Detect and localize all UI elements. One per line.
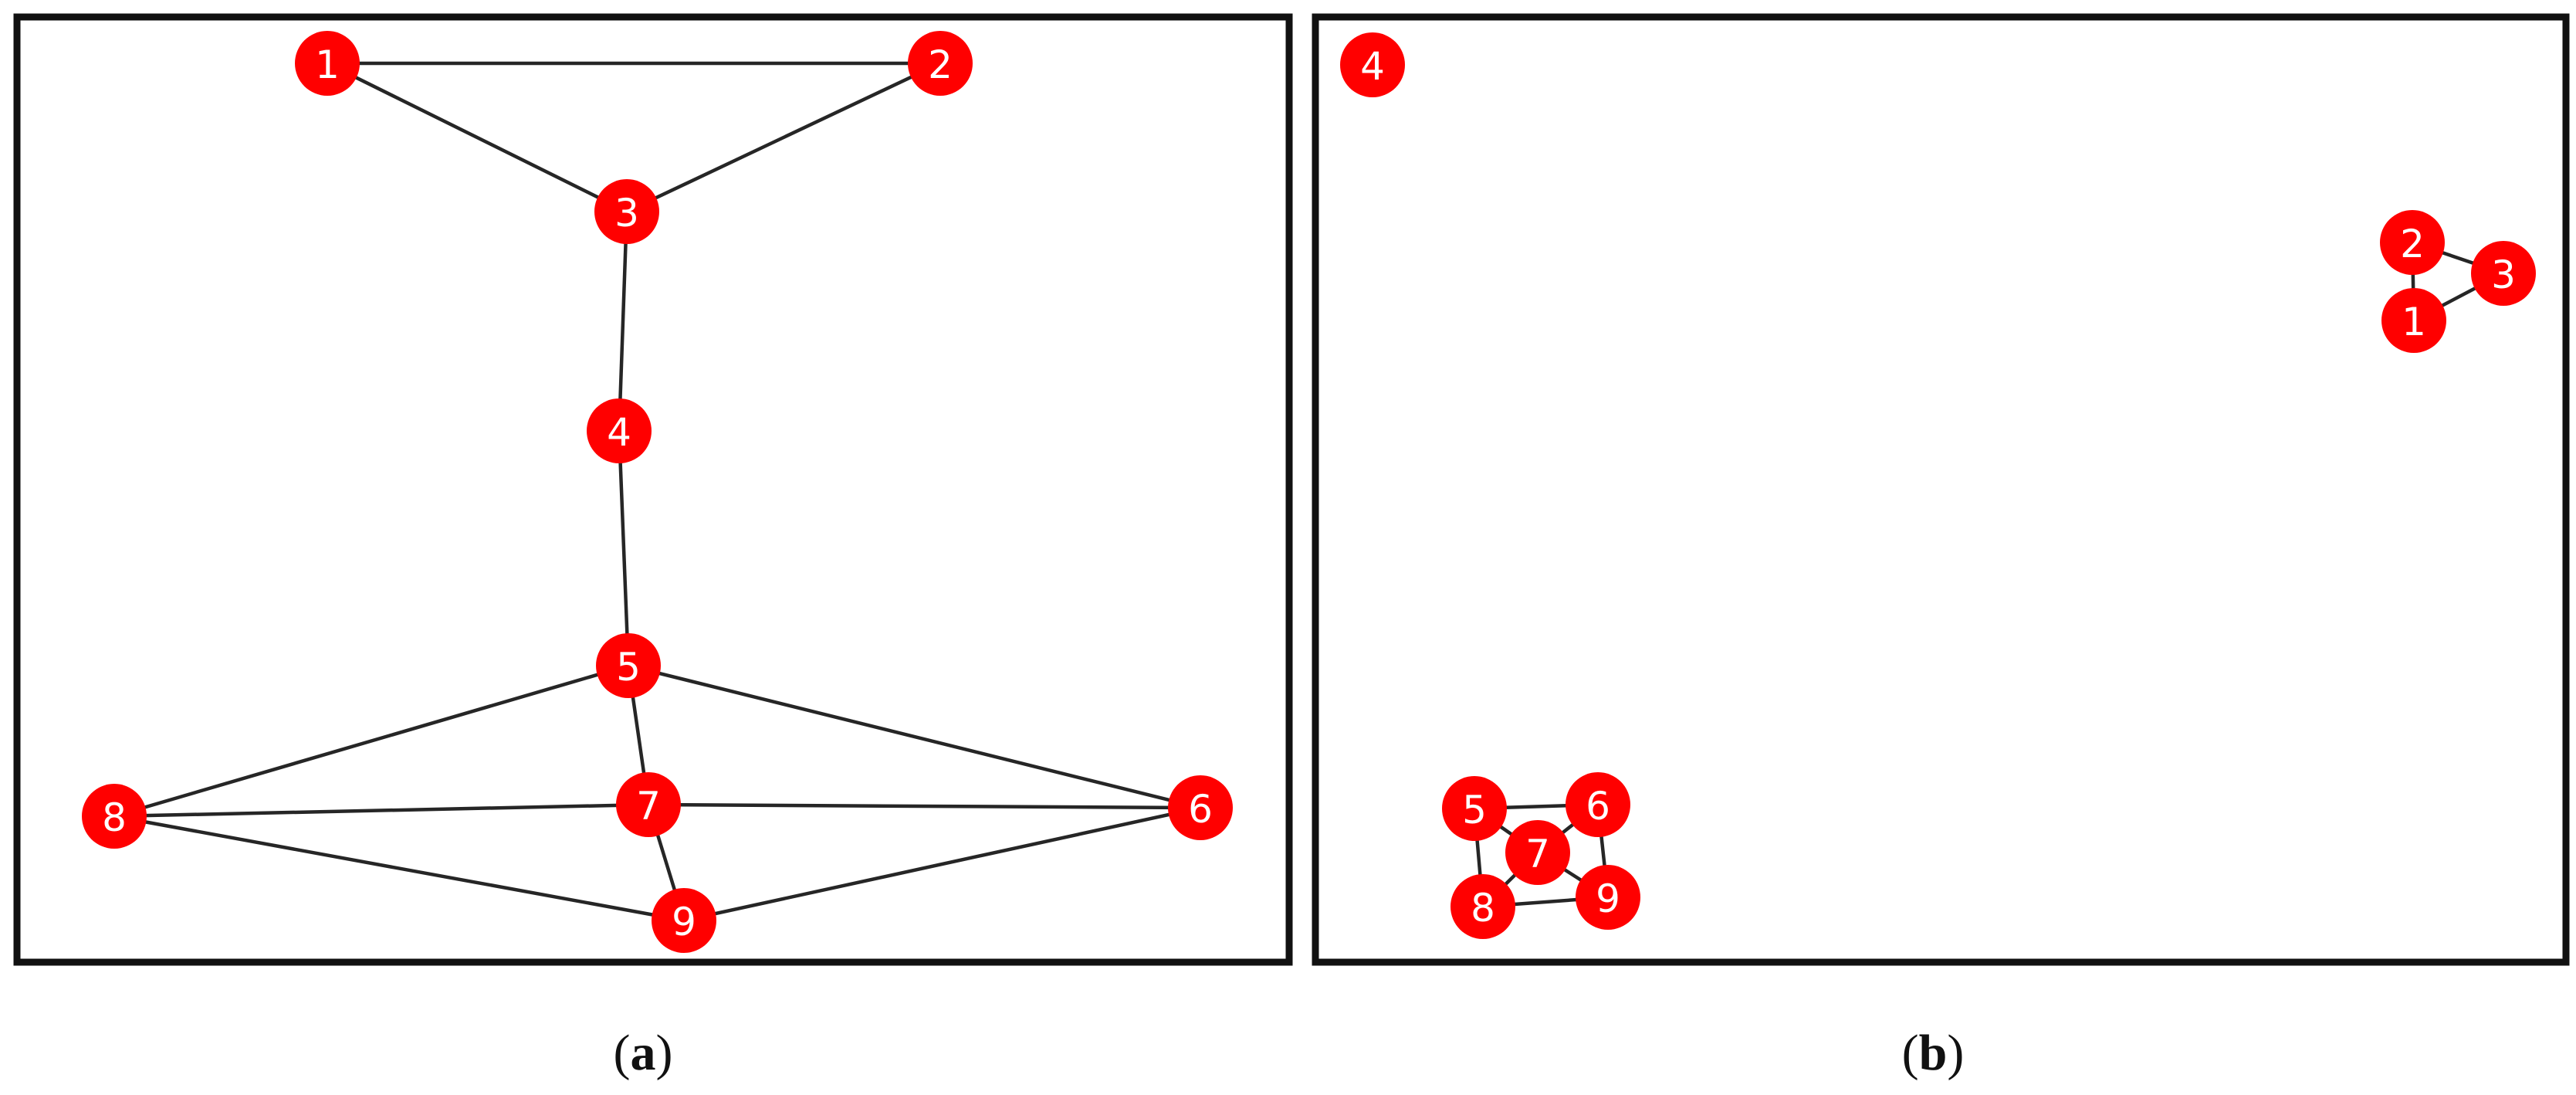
node-circle: [1340, 32, 1405, 97]
edge-8-9: [113, 814, 685, 923]
node-6: 6: [1168, 775, 1233, 840]
panel-b-frame: [1312, 13, 2570, 966]
edge-5-6: [628, 663, 1201, 810]
node-label: 1: [2402, 300, 2426, 344]
node-circle: [594, 179, 659, 244]
node-label: 7: [636, 784, 661, 829]
node-label: 7: [1525, 832, 1550, 876]
node-label: 8: [102, 795, 127, 840]
node-circle: [596, 633, 661, 698]
node-circle: [1450, 874, 1515, 939]
node-7: 7: [616, 772, 681, 837]
node-4: 4: [1340, 32, 1405, 97]
node-label: 5: [1462, 788, 1487, 832]
node-4: 4: [587, 398, 652, 463]
edge-3-4: [617, 211, 629, 432]
edge-2-3: [626, 61, 941, 214]
node-label: 3: [614, 191, 639, 236]
node-2: 2: [908, 31, 973, 96]
node-label: 6: [1586, 784, 1610, 829]
node-circle: [2380, 210, 2445, 275]
panel-a: 1 2 3 4 5 6 7 8 9: [13, 13, 1293, 966]
node-label: 2: [2400, 222, 2425, 266]
node-circle: [2381, 288, 2446, 353]
node-label: 4: [1360, 44, 1385, 89]
node-circle: [295, 31, 360, 96]
node-label: 3: [2491, 253, 2516, 297]
node-5: 5: [596, 633, 661, 698]
node-9: 9: [1576, 865, 1640, 930]
panel-a-frame: [13, 13, 1293, 966]
edge-9-6: [683, 805, 1201, 923]
node-label: 9: [672, 900, 696, 944]
node-label: 9: [1596, 876, 1620, 921]
node-7: 7: [1505, 820, 1570, 885]
node-2: 2: [2380, 210, 2445, 275]
node-1: 1: [2381, 288, 2446, 353]
edge-5-8: [113, 663, 629, 819]
node-circle: [652, 888, 716, 953]
edge-8-7: [113, 802, 649, 819]
node-circle: [1505, 820, 1570, 885]
node-8: 8: [82, 784, 147, 849]
edge-7-6: [648, 802, 1201, 810]
node-circle: [2471, 241, 2536, 306]
node-5: 5: [1442, 776, 1507, 841]
caption-a: (a): [614, 1025, 673, 1081]
node-circle: [1442, 776, 1507, 841]
node-label: 1: [315, 42, 340, 87]
panel-b: 1 2 3 4 5 678 9: [1312, 13, 2570, 966]
caption-b: (b): [1902, 1025, 1965, 1081]
node-6: 6: [1566, 772, 1630, 837]
node-circle: [82, 784, 147, 849]
node-circle: [616, 772, 681, 837]
node-circle: [1576, 865, 1640, 930]
node-label: 6: [1188, 787, 1213, 832]
node-9: 9: [652, 888, 716, 953]
node-label: 8: [1471, 886, 1495, 931]
edge-4-5: [617, 430, 631, 666]
node-label: 4: [607, 410, 631, 455]
node-3: 3: [594, 179, 659, 244]
node-3: 3: [2471, 241, 2536, 306]
node-circle: [1566, 772, 1630, 837]
edge-1-3: [327, 61, 628, 214]
node-circle: [587, 398, 652, 463]
node-circle: [1168, 775, 1233, 840]
node-8: 8: [1450, 874, 1515, 939]
node-circle: [908, 31, 973, 96]
node-1: 1: [295, 31, 360, 96]
node-label: 5: [616, 645, 641, 690]
node-label: 2: [928, 42, 953, 87]
